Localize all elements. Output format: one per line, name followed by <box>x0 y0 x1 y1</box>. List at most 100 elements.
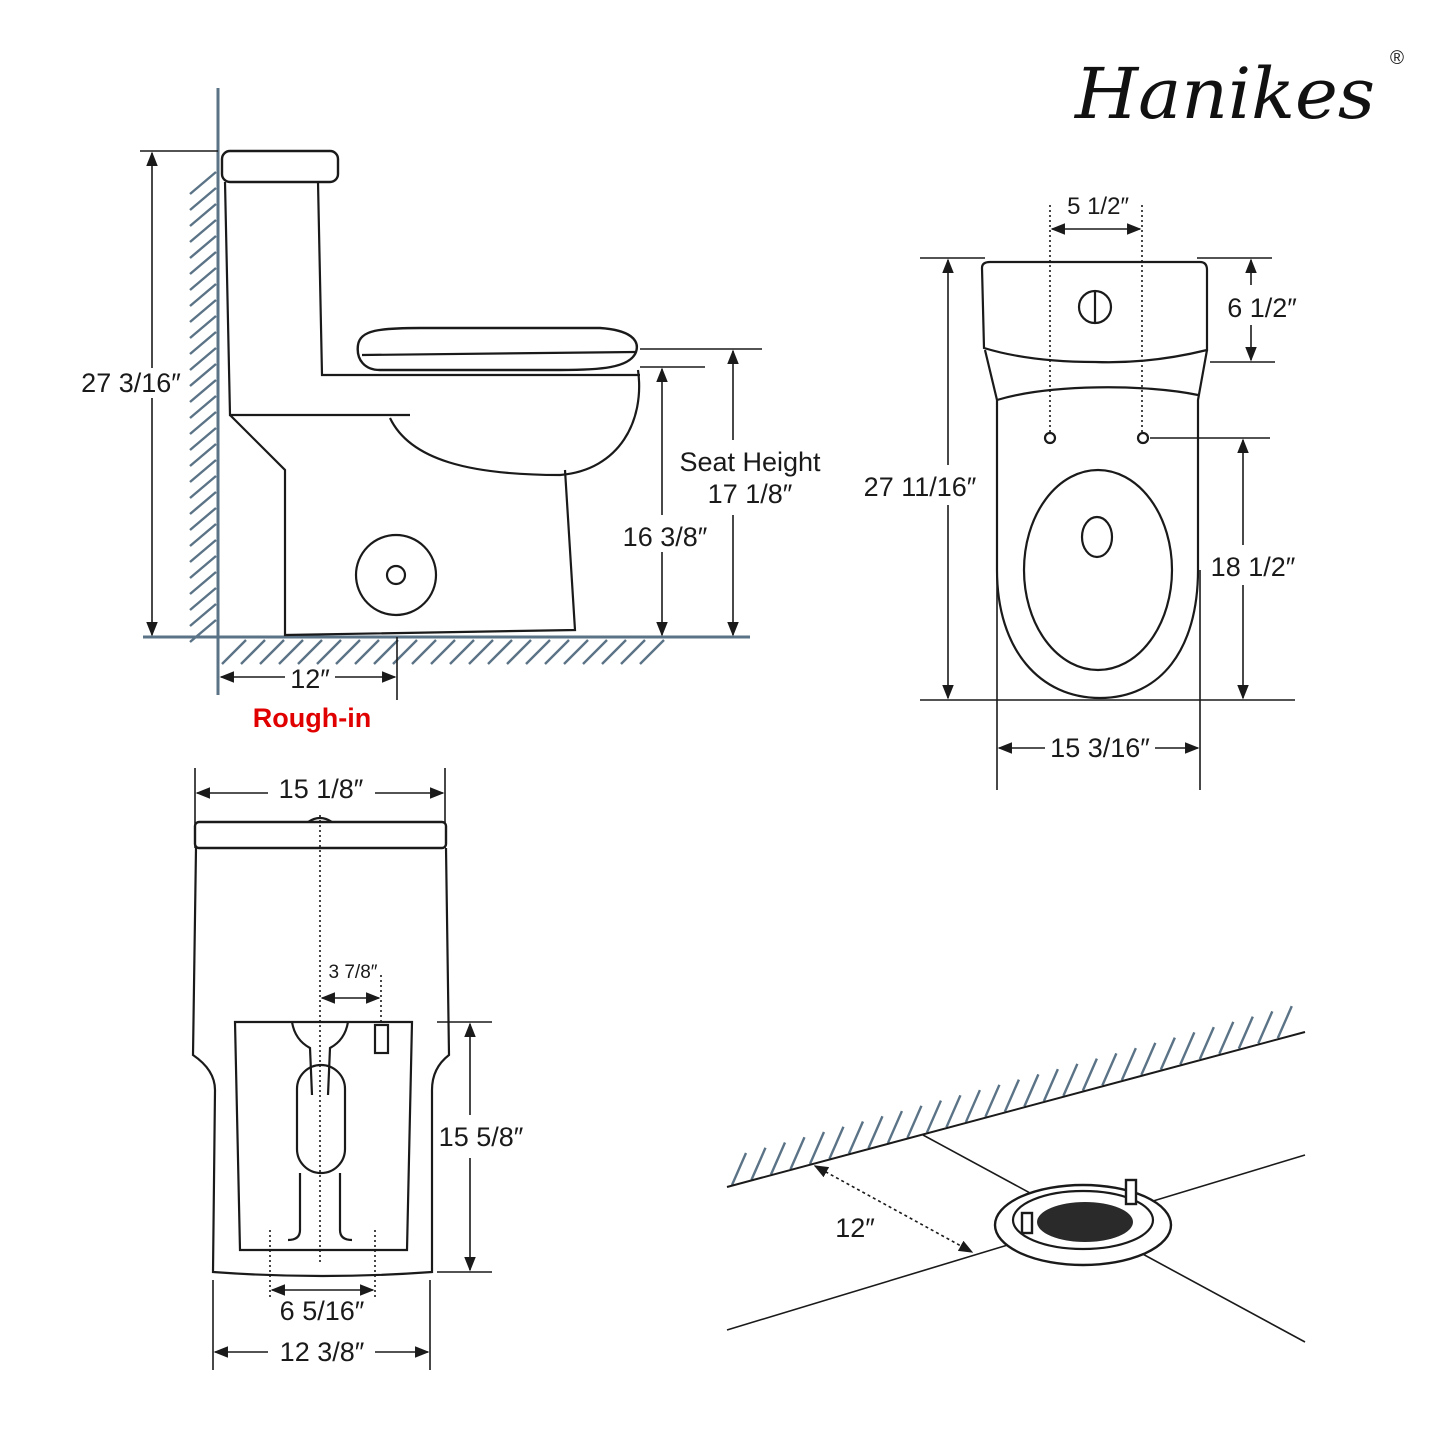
hatch-line <box>335 639 361 665</box>
hatch-line <box>189 379 217 403</box>
seat-line <box>361 350 637 357</box>
floor-rough-in-label: 12″ <box>835 1213 875 1243</box>
side-view: 27 3/16″ 16 3/8″ Seat Height 17 1/8″ 12″… <box>81 88 821 733</box>
wall-base-line <box>726 1031 1306 1188</box>
hatch-line <box>964 1089 982 1123</box>
hatch-line <box>189 443 217 467</box>
hole-spacing-label: 5 1/2″ <box>1067 193 1129 220</box>
inner-width-label: 6 5/16″ <box>280 1296 365 1326</box>
hatch-line <box>189 571 217 595</box>
toilet-side-outline <box>220 149 641 637</box>
floor-hatching <box>221 639 665 665</box>
hatch-line <box>189 171 217 195</box>
hatch-line <box>1023 1073 1040 1107</box>
front-view: 15 1/8″ 3 7/8″ 15 5/8″ 6 5/16″ 12 3/8″ <box>191 768 524 1370</box>
tank-depth-label: 6 1/2″ <box>1227 293 1297 323</box>
hatch-line <box>945 1094 962 1128</box>
hatch-line <box>1159 1037 1176 1071</box>
hatch-line <box>906 1105 923 1139</box>
hatch-line <box>867 1115 884 1149</box>
hatch-line <box>1003 1079 1020 1113</box>
brand-logo: Hanikes ® <box>1073 48 1404 135</box>
bolt-hole <box>1043 431 1057 445</box>
hatch-line <box>189 363 217 387</box>
wall-hatching <box>189 171 217 643</box>
hatch-line <box>750 1147 767 1181</box>
trap-outlet <box>287 1173 353 1242</box>
hatch-line <box>468 639 494 665</box>
hatch-line <box>411 639 437 665</box>
hatch-line <box>487 639 513 665</box>
hatch-line <box>1062 1063 1079 1097</box>
hatch-line <box>189 187 217 211</box>
hatch-line <box>1276 1005 1293 1039</box>
drain-opening <box>1037 1202 1133 1242</box>
hatch-line <box>259 639 285 665</box>
trap-neck <box>290 1021 350 1096</box>
width-label: 15 3/16″ <box>1050 733 1150 763</box>
hatch-line <box>789 1136 806 1170</box>
bolt-hole <box>1136 431 1150 445</box>
hatch-line <box>886 1110 904 1144</box>
hatch-line <box>189 235 217 259</box>
hatch-line <box>1042 1068 1059 1102</box>
hatch-line <box>316 639 342 665</box>
hatch-line <box>506 639 532 665</box>
tank-lid <box>220 149 340 184</box>
registered-mark: ® <box>1390 48 1404 69</box>
hatch-line <box>808 1131 826 1165</box>
floor-perspective-view: 12″ <box>726 1005 1306 1343</box>
bowl-height-label: 16 3/8″ <box>623 522 708 552</box>
seat-lid <box>356 326 639 372</box>
hatch-line <box>189 475 217 499</box>
hatch-line <box>189 555 217 579</box>
hatch-line <box>582 639 608 665</box>
hatch-line <box>769 1142 787 1175</box>
hatch-line <box>828 1126 845 1160</box>
hatch-line <box>189 315 217 339</box>
hatch-line <box>620 639 646 665</box>
hatch-line <box>544 639 570 665</box>
hole-to-front-label: 18 1/2″ <box>1211 552 1296 582</box>
hatch-line <box>639 639 665 665</box>
hatch-line <box>984 1084 1001 1118</box>
hatch-line <box>189 347 217 371</box>
hatch-line <box>189 539 217 563</box>
hatch-line <box>189 523 217 547</box>
offset-label: 3 7/8″ <box>329 962 378 983</box>
flange-bolt <box>1124 1178 1138 1206</box>
hatch-line <box>1218 1021 1235 1055</box>
hatch-line <box>373 639 399 665</box>
flange-bolt <box>1020 1211 1034 1235</box>
hatch-line <box>1237 1016 1254 1050</box>
hatch-line <box>189 587 217 611</box>
water-inlet-valve <box>373 1023 390 1055</box>
base-width-label: 12 3/8″ <box>280 1337 365 1367</box>
hatch-line <box>1081 1058 1098 1092</box>
hatch-line <box>189 427 217 451</box>
hatch-line <box>189 395 217 419</box>
hatch-line <box>1101 1052 1118 1086</box>
trapway-bolt <box>385 564 407 586</box>
brand-name: Hanikes <box>1073 53 1375 135</box>
hatch-line <box>221 639 247 665</box>
hatch-line <box>189 251 217 275</box>
hatch-line <box>563 639 589 665</box>
body-outline <box>191 847 451 1278</box>
seat-height-value: 17 1/8″ <box>708 479 793 509</box>
hatch-line <box>189 299 217 323</box>
base-height-label: 15 5/8″ <box>439 1122 524 1152</box>
hatch-line <box>847 1121 865 1155</box>
rough-in-label: Rough-in <box>253 703 371 733</box>
floor-flange <box>993 1178 1173 1267</box>
hatch-line <box>189 203 217 227</box>
hatch-line <box>430 639 456 665</box>
drain-hole <box>1080 515 1114 559</box>
bowl-outline <box>983 349 1209 700</box>
hatch-line <box>189 331 217 355</box>
hatch-line <box>189 267 217 291</box>
hatch-line <box>730 1152 748 1186</box>
hatch-line <box>1257 1010 1274 1044</box>
hatch-line <box>240 639 266 665</box>
